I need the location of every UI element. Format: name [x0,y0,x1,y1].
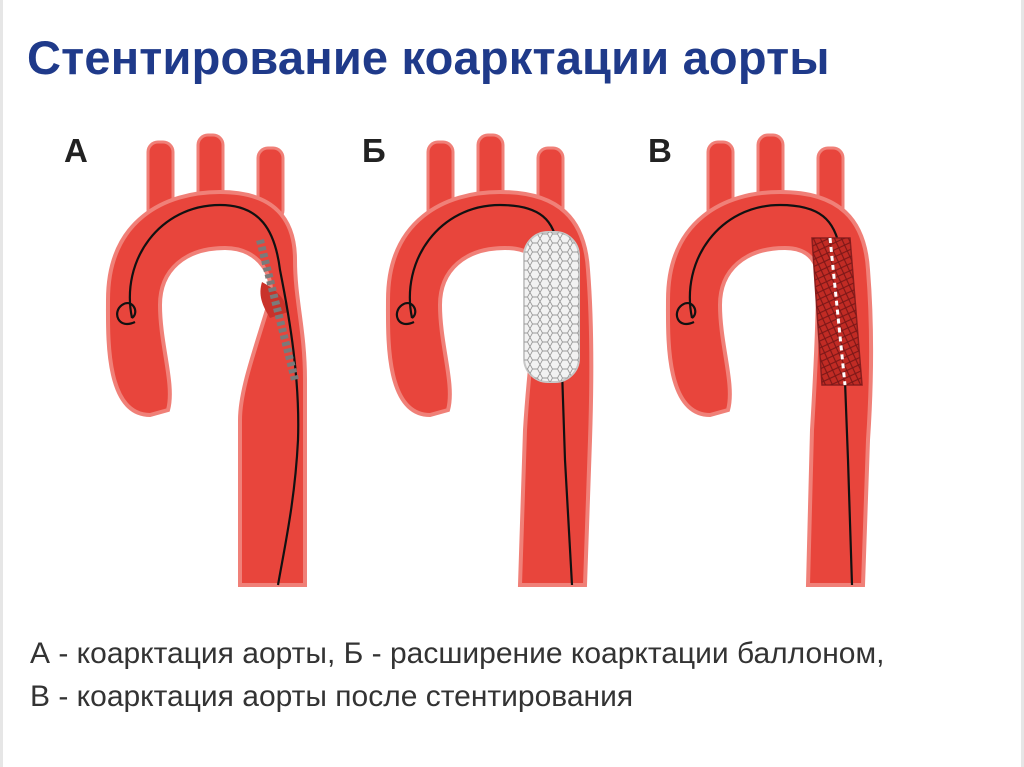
figure-caption: А - коарктация аорты, Б - расширение коа… [30,632,884,718]
panel-a-aorta [108,135,305,585]
balloon-mesh [524,232,579,382]
panel-c-aorta [668,135,871,585]
caption-line-2: В - коарктация аорты после стентирования [30,675,884,718]
caption-line-1: А - коарктация аорты, Б - расширение коа… [30,632,884,675]
panel-b-aorta [388,135,591,585]
